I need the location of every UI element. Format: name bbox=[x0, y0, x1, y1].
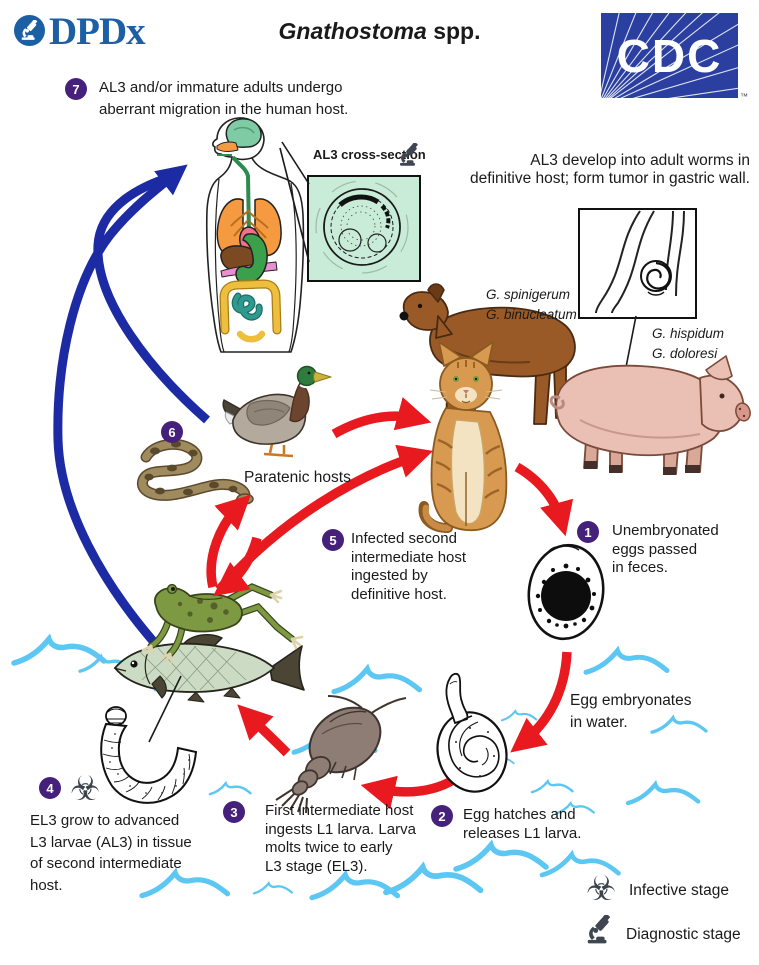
gastric-wall-drawing bbox=[595, 210, 685, 314]
arrow-fish-to-human bbox=[53, 164, 188, 644]
arrow-to-frog bbox=[213, 536, 262, 597]
arrow-frog-to-paratenic bbox=[206, 494, 251, 589]
arrow-egg-to-water bbox=[510, 651, 572, 753]
step-1-badge: 1 bbox=[577, 521, 599, 543]
title-spp: spp. bbox=[433, 18, 481, 44]
hatching-egg-illustration bbox=[436, 672, 508, 793]
step-3-number: 3 bbox=[230, 804, 238, 820]
dpdx-logo: DPDx bbox=[14, 10, 146, 53]
microscope-icon bbox=[397, 143, 421, 172]
legend-infective-label: Infective stage bbox=[629, 882, 729, 899]
red-arrows bbox=[237, 397, 574, 810]
al3-larva-illustration bbox=[100, 706, 198, 804]
cdc-logo: CDC bbox=[601, 13, 738, 98]
pointer-brain-to-box-2 bbox=[279, 147, 310, 263]
step-7-number: 7 bbox=[72, 81, 80, 97]
small-intestine bbox=[232, 293, 262, 320]
biohazard-icon: ☣ bbox=[586, 870, 617, 908]
al3-cross-section-drawing bbox=[315, 180, 409, 274]
arrow-paratenic-to-human bbox=[93, 172, 210, 424]
large-intestine bbox=[220, 280, 281, 343]
microscope-icon bbox=[584, 915, 614, 950]
step-5-badge: 5 bbox=[322, 529, 344, 551]
arrow-hatch-to-copepod bbox=[360, 774, 458, 810]
arrow-cat-to-egg bbox=[514, 462, 574, 537]
nasal-cavity bbox=[216, 141, 239, 152]
duck-illustration bbox=[222, 365, 332, 458]
pointer-brain-to-box bbox=[281, 141, 310, 185]
cat-illustration bbox=[418, 341, 508, 533]
step-2-badge: 2 bbox=[431, 805, 453, 827]
step-2-number: 2 bbox=[438, 808, 446, 824]
snake-illustration bbox=[136, 438, 254, 507]
step-4-number: 4 bbox=[46, 780, 54, 796]
human-figure bbox=[205, 117, 305, 353]
pointer-fish-to-larva bbox=[148, 675, 182, 743]
cdc-logo-rays bbox=[601, 13, 738, 98]
step-5-number: 5 bbox=[329, 532, 337, 548]
red-arrows-frog bbox=[206, 444, 434, 597]
gastric-wall-box bbox=[578, 208, 697, 319]
esophagus bbox=[231, 155, 251, 237]
dpdx-logo-text: DPDx bbox=[49, 10, 146, 53]
stomach bbox=[235, 233, 268, 285]
cdc-trademark: ™ bbox=[740, 92, 748, 101]
legend-diagnostic-label: Diagnostic stage bbox=[626, 926, 741, 943]
blue-arrows bbox=[53, 164, 210, 644]
title-genus: Gnathostoma bbox=[278, 18, 427, 44]
step-6-number: 6 bbox=[168, 424, 176, 440]
dpdx-microscope-badge bbox=[14, 15, 45, 46]
arrow-duck-to-cat bbox=[331, 397, 432, 439]
step-3-badge: 3 bbox=[223, 801, 245, 823]
pig-illustration bbox=[549, 355, 751, 475]
cdc-logo-text: CDC bbox=[616, 29, 723, 82]
brain bbox=[225, 118, 262, 148]
step-1-number: 1 bbox=[584, 524, 592, 540]
biohazard-icon: ☣ bbox=[70, 770, 101, 808]
fish-illustration bbox=[113, 634, 305, 703]
copepod-illustration bbox=[275, 695, 407, 814]
paratenic-hosts-label: Paratenic hosts bbox=[244, 469, 351, 486]
step-4-badge: 4 bbox=[39, 777, 61, 799]
step-7-badge: 7 bbox=[65, 78, 87, 100]
arrow-copepod-to-fish bbox=[237, 704, 291, 757]
egg-illustration bbox=[527, 543, 605, 641]
step-6-badge: 6 bbox=[161, 421, 183, 443]
al3-cross-section-label: AL3 cross-section bbox=[313, 147, 426, 162]
